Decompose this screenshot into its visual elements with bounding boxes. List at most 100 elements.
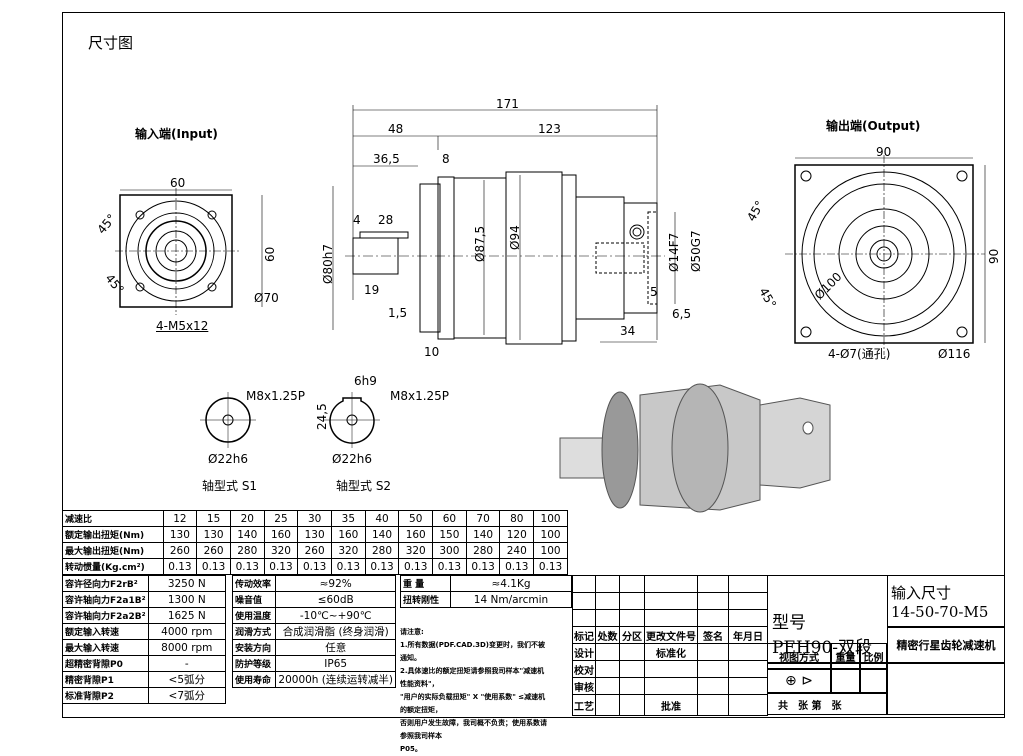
- cell: 20: [229, 510, 265, 527]
- title-block-cell: [619, 677, 645, 695]
- cell: 320: [263, 542, 299, 559]
- s2-thread: M8x1.25P: [390, 389, 450, 403]
- note-line: 1.所有数据(PDF.CAD.3D)变更时，我们不被通知。: [400, 641, 545, 662]
- cell: 0.13: [398, 558, 434, 575]
- title-block-cell: [644, 609, 698, 627]
- dim-123: 123: [538, 122, 561, 136]
- title-block-cell: [572, 609, 596, 627]
- spec-value: 14 Nm/arcmin: [450, 591, 572, 608]
- cell: 0.13: [196, 558, 231, 575]
- spec-value: 合成润滑脂 (终身润滑): [275, 623, 396, 640]
- title-block-cell: [595, 643, 620, 661]
- cell: 35: [331, 510, 366, 527]
- cell: 60: [432, 510, 467, 527]
- cell: 130: [196, 526, 231, 543]
- spec-row: 超精密背隙P0-: [62, 655, 227, 672]
- title-block-cell: [595, 677, 620, 695]
- row-label: 最大输出扭矩(Nm): [62, 542, 164, 559]
- cell: 0.13: [263, 558, 299, 575]
- s1-dia: Ø22h6: [208, 452, 248, 466]
- title-block-cell: 审核: [572, 677, 596, 695]
- title-block-cell: [728, 575, 768, 593]
- s1-caption: 轴型式 S1: [202, 479, 258, 493]
- spec-value: ≤60dB: [275, 591, 396, 608]
- s2-height: 24,5: [315, 403, 329, 430]
- title-block-cell: [697, 660, 729, 678]
- cell: 0.13: [432, 558, 467, 575]
- spec-value: <5弧分: [147, 671, 227, 688]
- cell: 300: [432, 542, 467, 559]
- weight-value: [831, 669, 860, 693]
- title-block-cell: [572, 592, 596, 610]
- dim-dia80: Ø80h7: [321, 244, 335, 284]
- sheet-count: 共 张 第 张: [767, 693, 887, 715]
- title-block-cell: [619, 609, 645, 627]
- spec-value: 8000 rpm: [147, 639, 227, 656]
- dim-5: 5: [650, 285, 658, 299]
- title-block-cell: [619, 575, 645, 593]
- spec-value: 4000 rpm: [147, 623, 227, 640]
- spec-row: 重 量≈4.1Kg: [400, 575, 572, 592]
- spec-label: 容许轴向力F2a1B²: [62, 591, 149, 608]
- title-block-cell: 标记: [572, 626, 596, 644]
- cell: 160: [398, 526, 434, 543]
- title-block-cell: [644, 592, 698, 610]
- cell: 320: [398, 542, 434, 559]
- title-block-cell: [619, 694, 645, 716]
- dim-8: 8: [442, 152, 450, 166]
- spec-label: 防护等级: [231, 655, 277, 672]
- note-line: 否则用户发生故障，我司概不负责；使用系数请参照我司样本: [400, 719, 547, 740]
- cell: 130: [162, 526, 198, 543]
- note-line: "用户的实际负载扭矩" X "使用系数" ≤减速机的额定扭矩，: [400, 693, 546, 714]
- spec-row: 安装方向任意: [231, 639, 396, 656]
- dim-36-5: 36,5: [373, 152, 400, 166]
- title-block-cell: [728, 643, 768, 661]
- title-block-cell: 校对: [572, 660, 596, 678]
- cell: 240: [499, 542, 535, 559]
- scale-label: 比例: [860, 643, 887, 669]
- dim-34: 34: [620, 324, 636, 338]
- cell: 0.13: [229, 558, 265, 575]
- technical-drawing: [115, 105, 986, 513]
- title-block-cell: [644, 575, 698, 593]
- spec-label: 噪音值: [231, 591, 277, 608]
- s2-key: 6h9: [354, 374, 377, 388]
- title-block-cell: [619, 592, 645, 610]
- cell: 150: [432, 526, 467, 543]
- dim-dia116: Ø116: [938, 347, 971, 361]
- title-block-cell: [644, 677, 698, 695]
- dim-10: 10: [424, 345, 440, 359]
- title-block-cell: [619, 660, 645, 678]
- dim-dia87-5: Ø87,5: [473, 225, 487, 262]
- note-line: P05。: [400, 745, 422, 753]
- spec-label: 超精密背隙P0: [62, 655, 149, 672]
- note-line: 2.具体速比的额定扭矩请参照我司样本"减速机性能资料"，: [400, 667, 545, 688]
- note-line: 请注意:: [400, 628, 424, 636]
- title-block-cell: 处数: [595, 626, 620, 644]
- scale-value: [860, 669, 887, 693]
- drawing-frame: [62, 12, 1005, 718]
- dim-output-height: 90: [987, 248, 1001, 264]
- spec-label: 使用温度: [231, 607, 277, 624]
- title-block-cell: 分区: [619, 626, 645, 644]
- cell: 12: [162, 510, 198, 527]
- s2-caption: 轴型式 S2: [336, 479, 392, 493]
- cell: 0.13: [465, 558, 501, 575]
- title-block-cell: [728, 592, 768, 610]
- spec-value: 1300 N: [147, 591, 227, 608]
- row-label: 转动惯量(Kg.cm²): [62, 558, 164, 575]
- cell: 0.13: [499, 558, 535, 575]
- title-block-cell: [595, 694, 620, 716]
- title-block-cell: [697, 694, 729, 716]
- product-name: 精密行星齿轮减速机: [887, 627, 1005, 663]
- cell: 0.13: [297, 558, 332, 575]
- title-block-cell: [595, 660, 620, 678]
- title-block-cell: [728, 660, 768, 678]
- spec-label: 使用寿命: [231, 671, 277, 688]
